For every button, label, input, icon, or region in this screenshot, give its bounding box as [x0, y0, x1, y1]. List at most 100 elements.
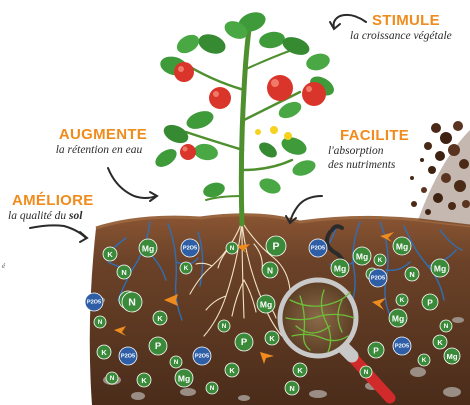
svg-text:P2O5: P2O5 [311, 246, 325, 252]
arrow-augmente [108, 168, 156, 198]
nutrient-k-token: K [433, 335, 447, 349]
svg-text:P2O5: P2O5 [195, 354, 209, 360]
svg-text:N: N [110, 375, 115, 382]
nutrient-n-token: N [285, 381, 299, 395]
svg-text:N: N [230, 245, 235, 252]
svg-text:K: K [400, 297, 405, 304]
svg-text:N: N [267, 266, 273, 276]
svg-text:N: N [210, 385, 215, 392]
nutrient-n-token: N [218, 320, 230, 332]
nutrient-p2o5-token: P2O5 [85, 293, 103, 311]
svg-text:K: K [297, 366, 303, 375]
svg-text:N: N [98, 319, 103, 326]
nutrient-n-token: N [206, 382, 218, 394]
svg-text:P2O5: P2O5 [371, 276, 385, 282]
arrow-ameliore [30, 225, 86, 238]
nutrient-p2o5-token: P2O5 [193, 347, 211, 365]
nutrient-n-token: N [106, 372, 118, 384]
svg-text:K: K [101, 348, 107, 357]
nutrient-k-token: K [180, 262, 192, 274]
nutrient-mg-token: Mg [257, 295, 275, 313]
nutrient-k-token: K [418, 354, 430, 366]
nutrient-n-token: N [440, 320, 452, 332]
svg-text:P: P [241, 337, 248, 348]
svg-text:K: K [141, 376, 147, 385]
svg-text:K: K [229, 366, 235, 375]
svg-text:N: N [174, 359, 179, 366]
svg-text:N: N [222, 323, 227, 330]
svg-text:Mg: Mg [356, 252, 368, 262]
nutrient-p2o5-token: P2O5 [181, 239, 199, 257]
nutrient-n-token: N [360, 366, 372, 378]
nutrient-k-token: K [103, 247, 117, 261]
svg-text:Mg: Mg [447, 352, 458, 361]
nutrient-n-token: N [226, 242, 238, 254]
nutrient-mg-token: Mg [331, 259, 349, 277]
svg-text:K: K [184, 265, 189, 272]
ameliore-subtitle: la qualité du sol [8, 209, 94, 223]
stimule-subtitle: la croissance végétale [350, 29, 452, 43]
stimule-title: STIMULE [372, 12, 452, 29]
svg-text:K: K [378, 257, 383, 264]
svg-text:P2O5: P2O5 [121, 354, 135, 360]
svg-text:K: K [269, 334, 275, 343]
nutrient-n-token: N [94, 316, 106, 328]
nutrient-mg-token: Mg [389, 309, 407, 327]
augmente-title: AUGMENTE [48, 126, 158, 143]
nutrient-k-token: K [374, 254, 386, 266]
nutrient-p2o5-token: P2O5 [119, 347, 137, 365]
nutrient-p-token: P [368, 342, 384, 358]
nutrient-mg-token: Mg [353, 247, 371, 265]
stray-mark: é [2, 262, 5, 270]
nutrient-n-token: N [262, 262, 278, 278]
callout-augmente: AUGMENTE la rétention en eau [48, 126, 158, 157]
augmente-subtitle: la rétention en eau [40, 143, 158, 157]
svg-text:N: N [121, 268, 126, 277]
svg-text:Mg: Mg [334, 264, 346, 274]
ameliore-subtitle-prefix: la qualité du [8, 210, 69, 222]
svg-text:Mg: Mg [434, 264, 446, 274]
nutrient-mg-token: Mg [393, 237, 411, 255]
ameliore-subtitle-bold: sol [69, 210, 82, 222]
svg-text:K: K [437, 338, 443, 347]
svg-text:N: N [444, 323, 449, 330]
nutrient-p2o5-token: P2O5 [393, 337, 411, 355]
svg-text:P: P [427, 298, 433, 308]
svg-text:N: N [289, 384, 294, 393]
ameliore-title: AMÉLIORE [12, 192, 94, 209]
nutrient-p-token: P [422, 294, 438, 310]
svg-text:P2O5: P2O5 [183, 246, 197, 252]
callout-ameliore: AMÉLIORE la qualité du sol [8, 192, 94, 223]
nutrient-k-token: K [97, 345, 111, 359]
svg-text:N: N [409, 270, 414, 279]
svg-text:P: P [155, 341, 162, 352]
svg-text:Mg: Mg [142, 244, 154, 254]
callout-stimule: STIMULE la croissance végétale [372, 12, 452, 43]
nutrient-mg-token: Mg [139, 239, 157, 257]
svg-text:K: K [107, 250, 113, 259]
facilite-title: FACILITE [340, 127, 438, 144]
nutrient-mg-token: Mg [444, 348, 460, 364]
nutrient-k-token: K [137, 373, 151, 387]
svg-text:Mg: Mg [392, 314, 404, 324]
nutrient-p2o5-token: P2O5 [369, 269, 387, 287]
nutrient-n-token: N [170, 356, 182, 368]
svg-text:Mg: Mg [396, 242, 408, 252]
nutrient-mg-token: Mg [175, 369, 193, 387]
nutrient-n-token: N [405, 267, 419, 281]
svg-text:N: N [364, 369, 369, 376]
plant-flowers [255, 126, 292, 140]
nutrient-p-token: P [235, 333, 253, 351]
svg-text:P2O5: P2O5 [395, 344, 409, 350]
svg-text:Mg: Mg [178, 374, 190, 384]
nutrient-n-token: N [122, 292, 142, 312]
nutrient-mg-token: Mg [431, 259, 449, 277]
svg-text:K: K [422, 357, 427, 364]
nutrient-k-token: K [225, 363, 239, 377]
facilite-subtitle-line1: l'absorption [328, 144, 438, 158]
svg-text:K: K [157, 314, 163, 323]
nutrient-k-token: K [293, 363, 307, 377]
nutrient-n-token: N [117, 265, 131, 279]
svg-text:P2O5: P2O5 [87, 300, 101, 306]
